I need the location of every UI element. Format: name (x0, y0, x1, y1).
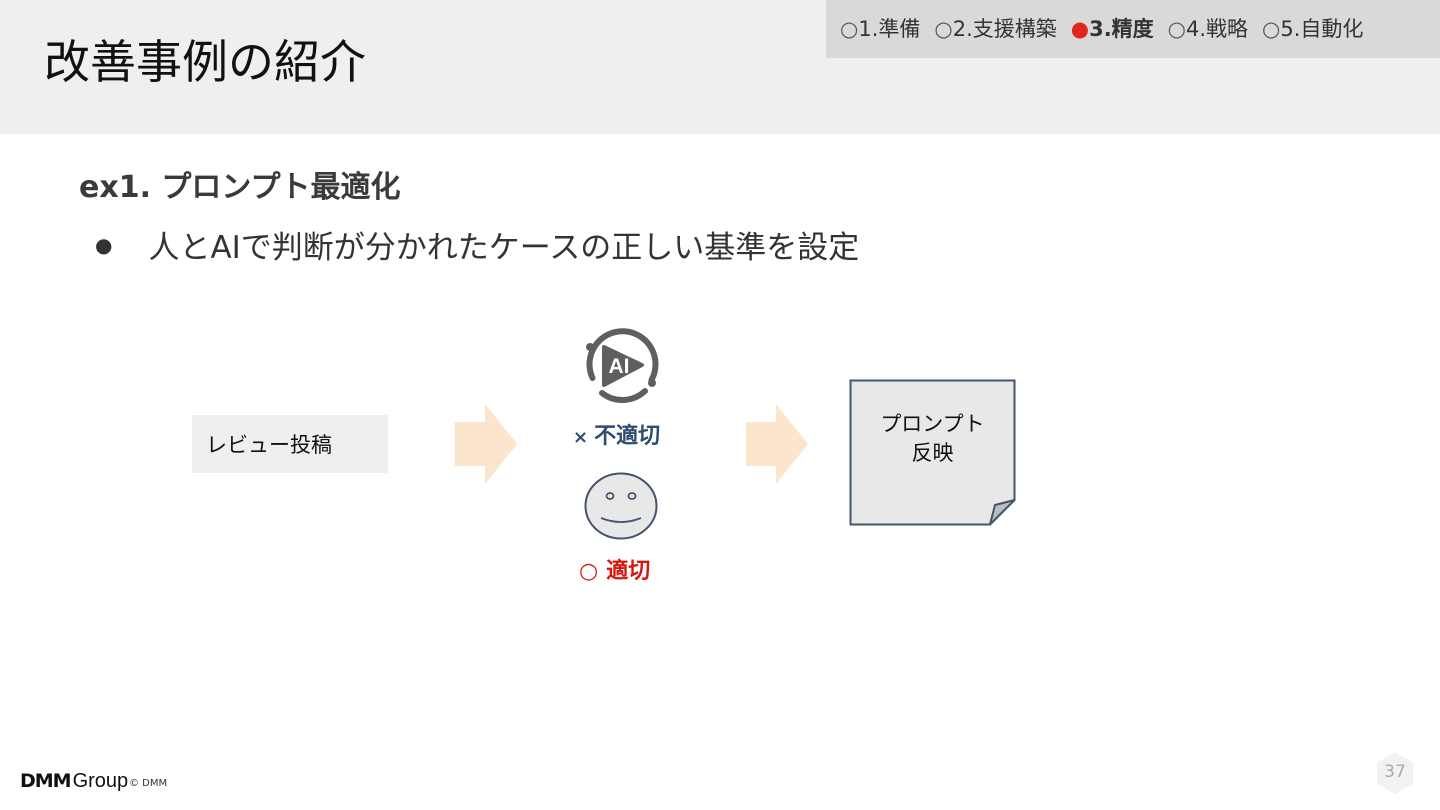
review-post-box: レビュー投稿 (192, 415, 388, 473)
nav-item-4[interactable]: ○ 4.戦略 (1168, 13, 1248, 43)
nav-item-label: 1.準備 (858, 17, 921, 41)
nav-item-label: 4.戦略 (1186, 17, 1249, 41)
nav-item-label: 3.精度 (1089, 17, 1154, 41)
arrow-right-icon (455, 404, 517, 484)
slide-title: 改善事例の紹介 (44, 35, 366, 89)
ai-icon-label: AI (609, 355, 630, 378)
human-verdict-text: 適切 (606, 559, 651, 584)
logo-dmm-text: DMM (20, 770, 72, 792)
nav-marker-icon: ○ (840, 17, 859, 41)
page-number: 37 (1384, 762, 1406, 782)
nav-item-label: 2.支援構築 (952, 17, 1057, 41)
nav-marker-icon: ● (1070, 17, 1090, 41)
review-post-label: レビュー投稿 (206, 433, 332, 457)
nav-item-1[interactable]: ○ 1.準備 (840, 13, 920, 43)
document-note-icon (849, 379, 1016, 526)
nav-item-5[interactable]: ○ 5.自動化 (1262, 13, 1363, 43)
section-nav: ○ 1.準備 ○ 2.支援構築 ● 3.精度 ○ 4.戦略 ○ 5.自動化 (826, 0, 1440, 58)
bullet-text: 人とAIで判断が分かれたケースの正しい基準を設定 (148, 230, 860, 266)
human-verdict: ○ 適切 (579, 553, 650, 585)
logo-group-text: Group (72, 770, 129, 792)
dmm-group-logo: DMM Group (20, 770, 128, 793)
face-icon (584, 472, 658, 540)
nav-marker-icon: ○ (1167, 17, 1186, 41)
bullet-point: ● 人とAIで判断が分かれたケースの正しい基準を設定 (95, 222, 859, 267)
ai-verdict: ×不適切 (573, 418, 660, 450)
note-line-1: プロンプト (880, 412, 985, 436)
circle-icon: ○ (579, 559, 599, 584)
nav-item-2[interactable]: ○ 2.支援構築 (934, 13, 1056, 43)
nav-marker-icon: ○ (1262, 17, 1281, 41)
cross-icon: × (573, 427, 589, 448)
page-badge-icon (1377, 752, 1413, 794)
prompt-reflect-note: プロンプト 反映 (851, 410, 1014, 468)
bullet-icon: ● (95, 232, 113, 257)
nav-marker-icon: ○ (934, 17, 953, 41)
arrow-right-icon (746, 404, 808, 484)
ai-cycle-icon: AI (586, 328, 659, 403)
note-line-2: 反映 (911, 441, 954, 465)
nav-item-3-active[interactable]: ● 3.精度 (1071, 13, 1154, 43)
nav-item-label: 5.自動化 (1280, 17, 1364, 41)
ai-verdict-text: 不適切 (594, 424, 661, 449)
copyright-text: © DMM (129, 778, 168, 789)
section-heading: ex1. プロンプト最適化 (79, 170, 401, 205)
